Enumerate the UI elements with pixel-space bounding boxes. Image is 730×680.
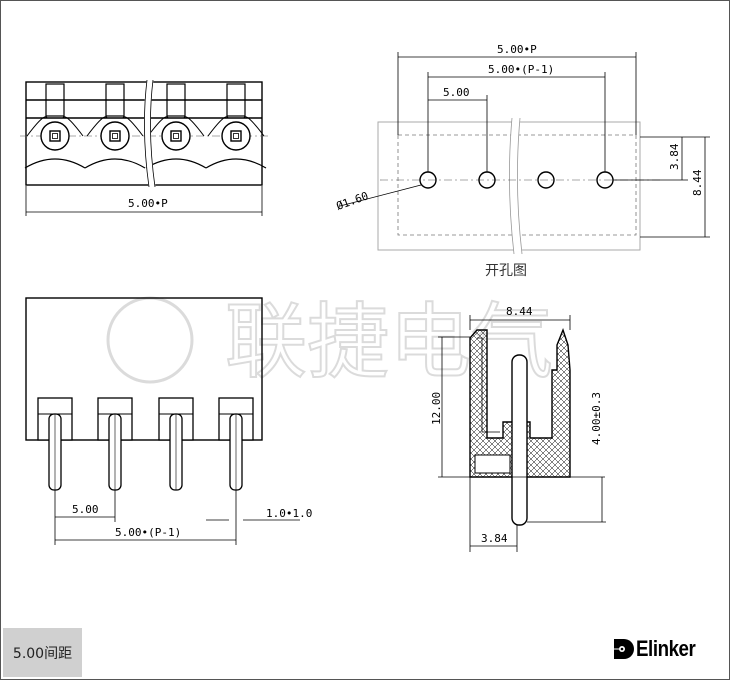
pin <box>218 397 254 491</box>
row-dim: 3.84 <box>668 143 681 170</box>
terminal-screw <box>84 83 146 169</box>
top-width-dim: 5.00•P <box>128 197 168 210</box>
pin <box>37 397 73 491</box>
pitch-label: 5.00间距 <box>3 628 82 677</box>
svg-text:联捷电气: 联捷电气 <box>225 295 553 390</box>
side-width-dim: 8.44 <box>506 305 533 318</box>
hole <box>537 171 555 189</box>
terminal-screw <box>145 83 207 169</box>
hole-total-dim: 5.00•P <box>497 43 537 56</box>
front-pitch-dim: 5.00 <box>72 503 99 516</box>
terminal-screw <box>24 83 86 169</box>
terminal-screw <box>205 83 267 169</box>
hole-span-dim: 5.00•(P-1) <box>488 63 554 76</box>
brand-logo: Elinker <box>612 636 706 662</box>
pin-length-dim: 4.00±0.3 <box>590 392 603 445</box>
logo-mark-icon <box>614 639 634 659</box>
front-span-dim: 5.00•(P-1) <box>115 526 181 539</box>
pin <box>158 397 194 491</box>
watermark: 联捷电气 <box>106 294 554 391</box>
height-dim: 8.44 <box>691 169 704 196</box>
front-view: 5.00 5.00•(P-1) 1.0•1.0 <box>25 297 312 545</box>
pin <box>511 354 528 526</box>
side-offset-dim: 3.84 <box>481 532 508 545</box>
hole-pattern-caption: 开孔图 <box>485 263 527 279</box>
pin <box>97 397 133 491</box>
hole-pattern-view: 5.00•P 5.00•(P-1) 5.00 3.84 8.44 Ø1.60 开… <box>335 43 710 279</box>
pitch-label-text: 5.00间距 <box>12 645 73 662</box>
side-view: 8.44 12.00 4.00±0.3 3.84 <box>430 305 606 552</box>
brand-name: Elinker <box>636 636 696 661</box>
hole-diameter-dim: Ø1.60 <box>335 189 371 213</box>
pin-size-dim: 1.0•1.0 <box>266 507 312 520</box>
side-height-dim: 12.00 <box>430 392 443 425</box>
hole-pitch-dim: 5.00 <box>443 86 470 99</box>
top-view: 5.00•P <box>20 79 268 216</box>
